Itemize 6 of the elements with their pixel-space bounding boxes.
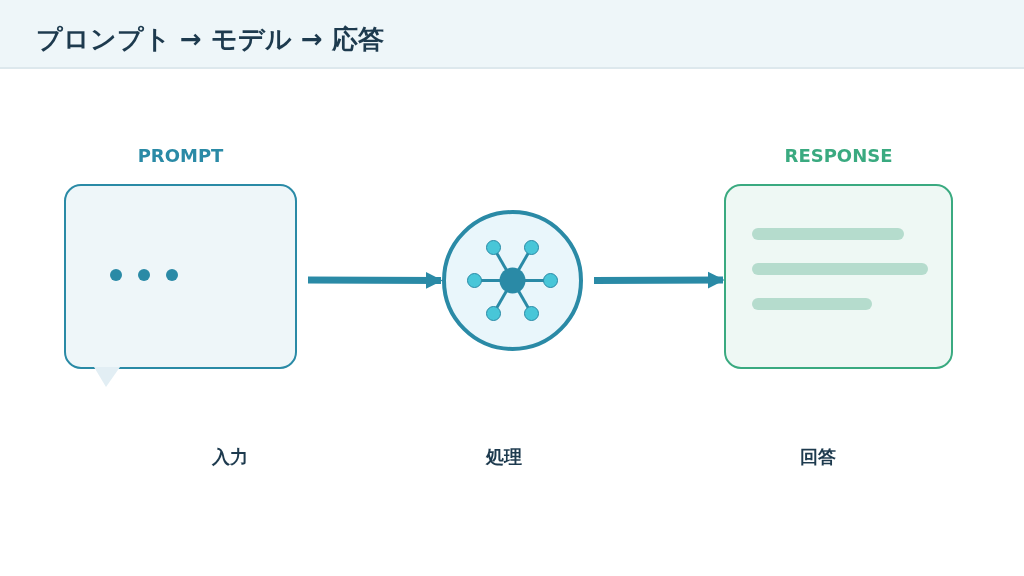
caption-text: 処理	[486, 445, 522, 469]
node-heading: PROMPT	[136, 145, 225, 166]
caption-text: 入力	[212, 445, 248, 469]
node-heading: RESPONSE	[783, 145, 894, 166]
title: プロンプト → モデル → 応答	[36, 23, 384, 56]
caption-text: 回答	[800, 445, 836, 469]
